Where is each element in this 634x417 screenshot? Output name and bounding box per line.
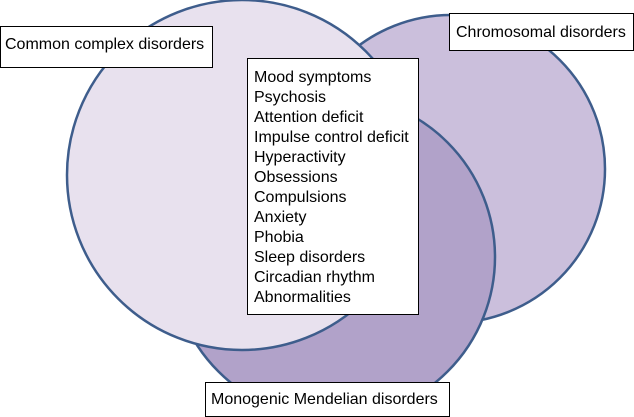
monogenic-mendelian-disorders-label: Monogenic Mendelian disorders — [205, 382, 450, 417]
chromosomal-disorders-label: Chromosomal disorders — [449, 13, 634, 51]
symptom-item: Compulsions — [254, 189, 347, 206]
symptom-item: Psychosis — [254, 89, 327, 106]
symptom-item: Impulse control deficit — [254, 129, 409, 146]
symptom-item: Phobia — [254, 229, 304, 246]
symptom-item: Circadian rhythm — [254, 269, 375, 286]
symptom-item: Obsessions — [254, 169, 338, 186]
symptom-item: Hyperactivity — [254, 149, 346, 166]
symptom-item: Mood symptoms — [254, 69, 372, 86]
symptom-item: Attention deficit — [254, 109, 364, 126]
symptom-item: Sleep disorders — [254, 249, 366, 266]
symptom-item: Abnormalities — [254, 289, 351, 306]
shared-symptoms-list: Mood symptoms Psychosis Attention defici… — [247, 58, 419, 315]
symptom-item: Anxiety — [254, 209, 307, 226]
common-complex-disorders-label: Common complex disorders — [0, 26, 213, 68]
